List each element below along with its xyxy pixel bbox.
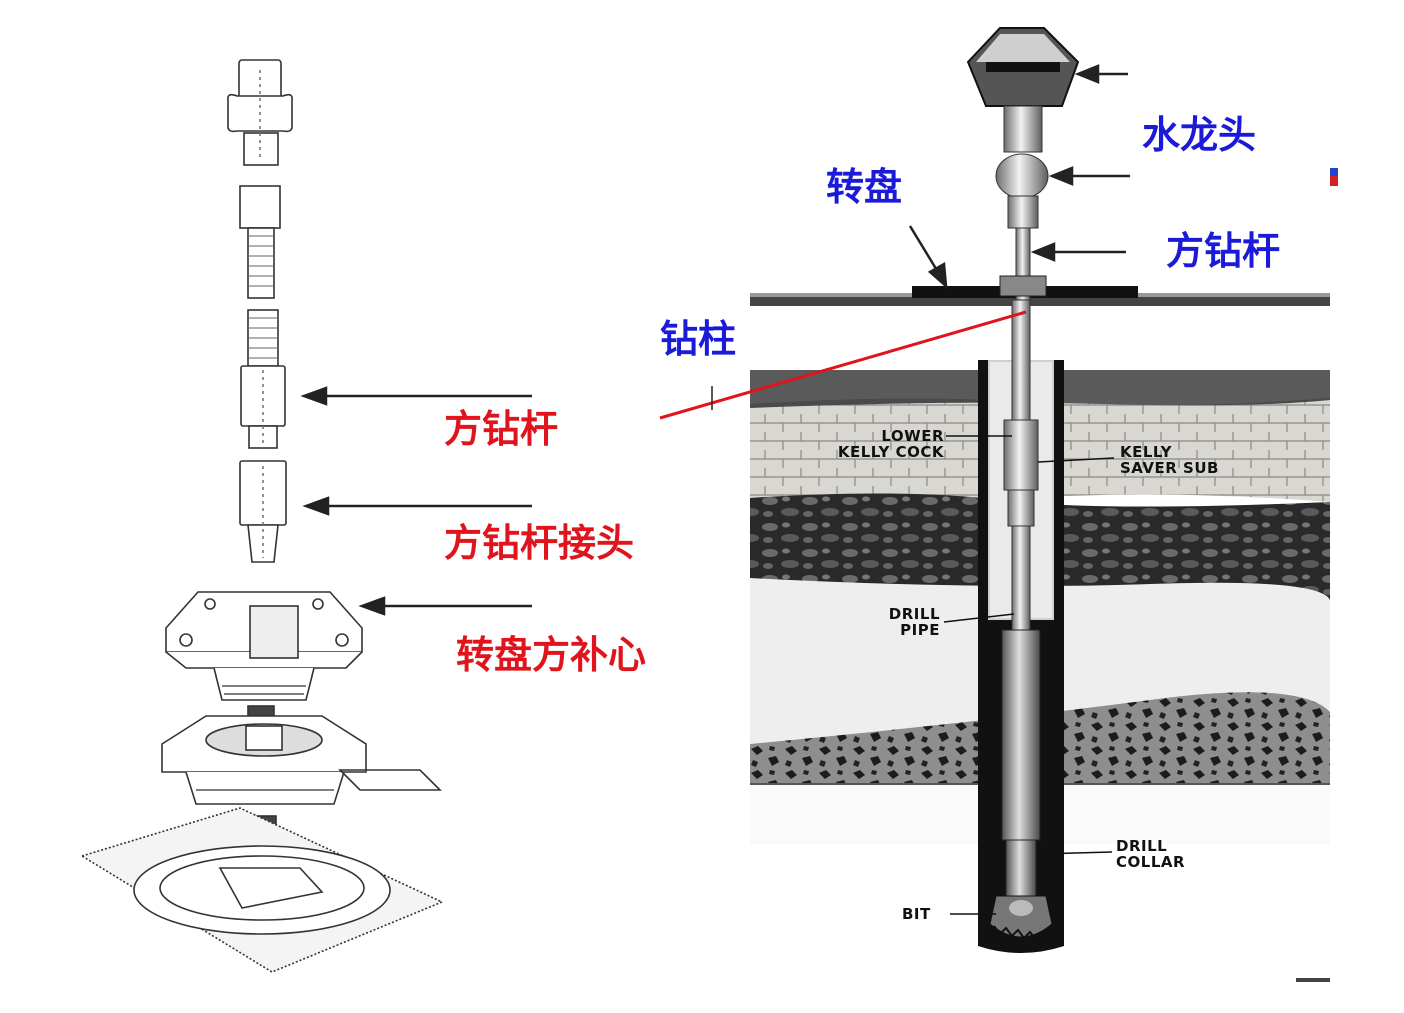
kelly-saver-sub-part (239, 460, 287, 563)
kelly-bushing-above (999, 275, 1047, 297)
label-lower-kelly-cock: LOWER KELLY COCK (837, 427, 944, 461)
label-kelly-sub: 方钻杆接头 (444, 521, 635, 565)
arrow-to-kelly (300, 386, 532, 406)
label-drill-string: 钻柱 (660, 317, 737, 361)
master-bushing-part (161, 715, 367, 852)
kelly-lower-part (240, 309, 286, 449)
drill-bit (989, 895, 1053, 942)
well-cross-section (659, 27, 1338, 982)
label-rotary-table: 转盘 (826, 165, 903, 209)
left-exploded-assembly (80, 59, 532, 973)
tech-leader-lines (943, 435, 1115, 915)
lower-kelly-cock (1003, 419, 1039, 491)
drill-collar (1001, 629, 1041, 841)
right-arrows (908, 64, 1130, 289)
arrow-to-kelly-bushing (358, 596, 532, 616)
label-kelly-left: 方钻杆 (444, 407, 559, 451)
left-arrows (300, 386, 532, 616)
label-kelly-saver-sub: KELLY SAVER SUB (1120, 443, 1219, 477)
arrow-to-kelly-right (1030, 242, 1126, 262)
arrow-to-rotary-table (908, 225, 948, 289)
corner-mark (1330, 168, 1338, 186)
swivel (966, 27, 1080, 229)
kelly-upper-part (239, 185, 281, 299)
drill-string-pointer-line (659, 310, 1027, 420)
rig-floor (750, 296, 1330, 306)
label-swivel: 水龙头 (1142, 113, 1257, 157)
kelly-bushing-part (165, 591, 363, 746)
arrow-to-kelly-sub (302, 496, 532, 516)
arrow-to-swivel-top (1074, 64, 1128, 84)
arrow-to-swivel (1048, 166, 1130, 186)
label-drill-pipe: DRILL PIPE (888, 605, 940, 639)
label-kelly-right: 方钻杆 (1166, 229, 1281, 273)
label-kelly-bushing: 转盘方补心 (456, 633, 647, 677)
label-bit: BIT (902, 905, 931, 923)
label-drill-collar: DRILL COLLAR (1116, 837, 1186, 871)
top-sub-part (227, 59, 293, 166)
kelly-saver-sub (1007, 489, 1035, 527)
rotary-table-base (80, 769, 444, 973)
